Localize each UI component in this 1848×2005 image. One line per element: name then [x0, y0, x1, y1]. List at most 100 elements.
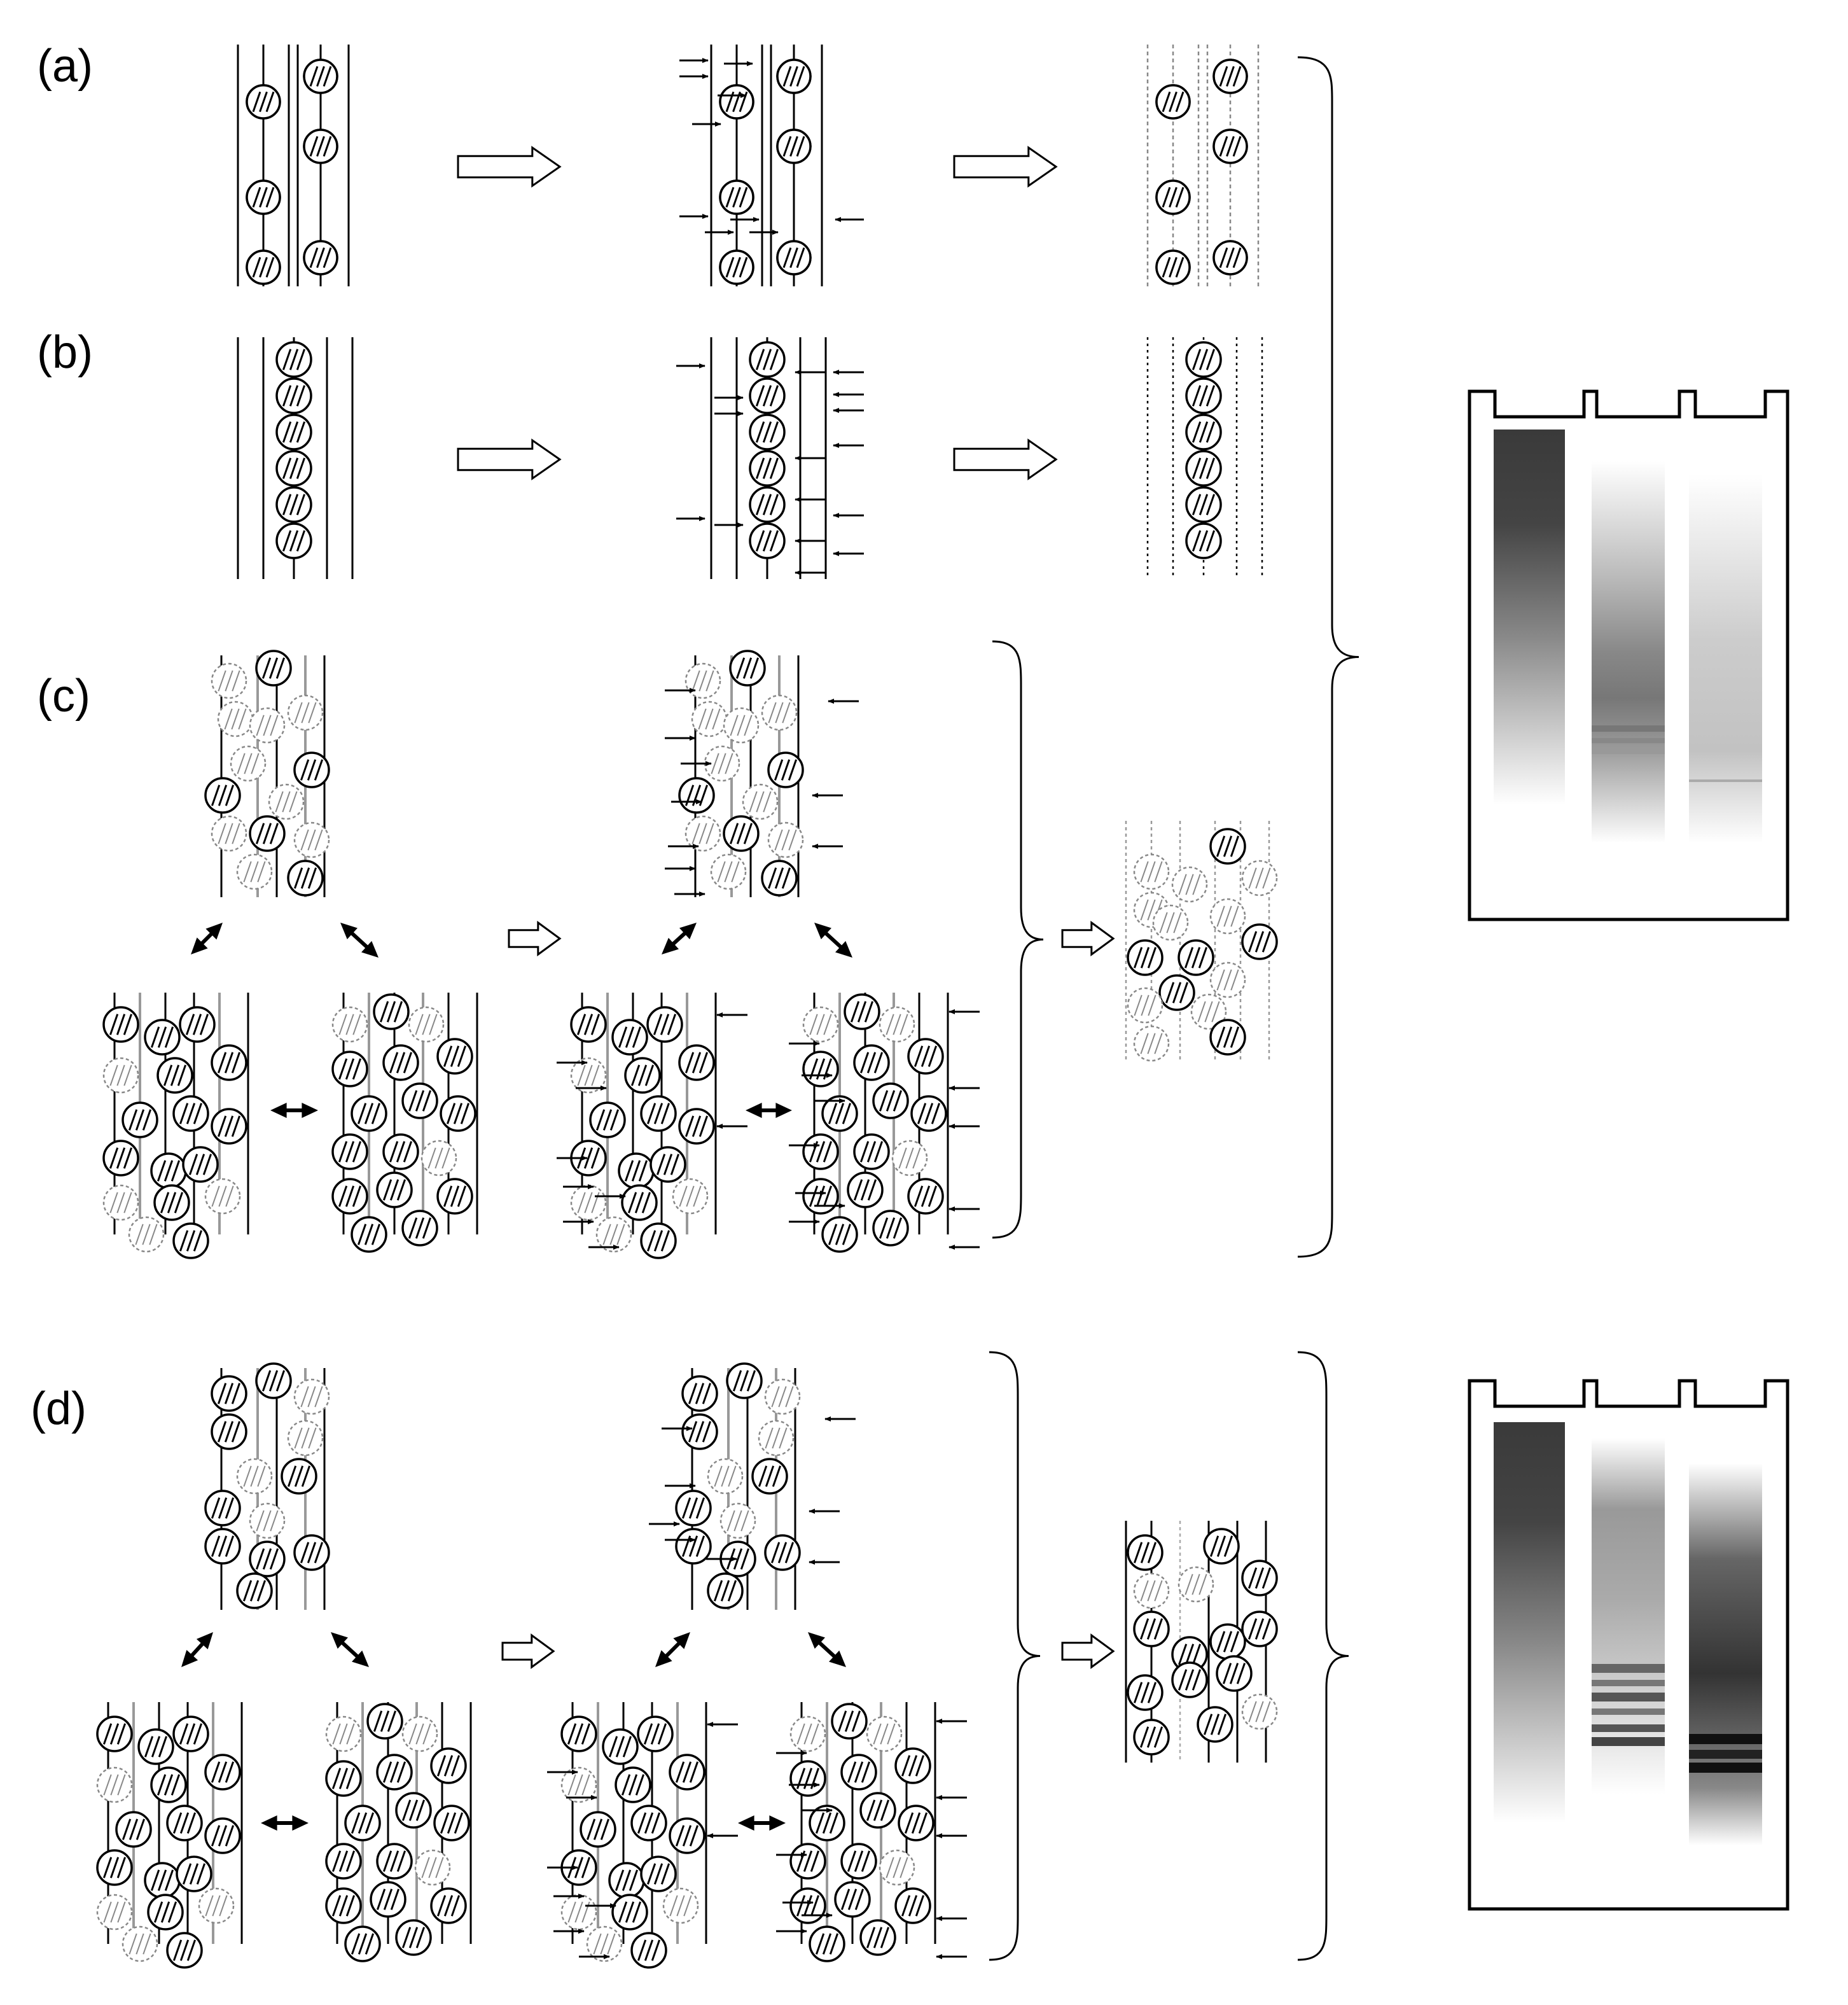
nucleosome-hatch — [331, 1768, 342, 1789]
nucleosome-hatch — [338, 1141, 348, 1163]
nucleosome-hatch — [316, 66, 325, 87]
nucleosome-hatch — [259, 91, 268, 113]
exchange-arrow-head — [196, 1632, 213, 1650]
nucleosome-hatch — [256, 715, 265, 736]
nucleosome — [907, 1038, 944, 1075]
nucleosome-hatch — [809, 1185, 819, 1207]
nucleosome-hatch — [681, 1497, 691, 1519]
nucleosome — [96, 1894, 133, 1931]
nucleosome-hatch — [1219, 136, 1228, 157]
nucleosome-hatch — [789, 66, 798, 87]
nucleosome-hatch — [345, 1014, 354, 1035]
nucleosome-hatch — [225, 1825, 235, 1847]
nucleosome — [802, 1051, 839, 1087]
nucleosome-hatch — [637, 1939, 647, 1961]
nucleosome-hatch — [695, 1535, 705, 1557]
nucleosome — [370, 1881, 406, 1918]
nucleosome-hatch — [653, 1014, 663, 1035]
nucleosome — [630, 1805, 667, 1841]
nucleosome-hatch — [781, 759, 791, 781]
gel-band — [1689, 1750, 1762, 1759]
nucleosome-hatch — [632, 1901, 642, 1923]
nucleosome-hatch — [758, 1465, 768, 1487]
nucleosome-hatch — [779, 1427, 788, 1449]
panel-label-b: (b) — [37, 327, 93, 378]
nucleosome-hatch — [1191, 1669, 1202, 1691]
nucleosome-hatch — [186, 1103, 196, 1124]
nucleosome-hatch — [854, 1761, 864, 1783]
nucleosome-hatch — [1191, 947, 1201, 968]
process-arrow-icon — [501, 1633, 555, 1669]
nucleosome-hatch — [725, 753, 733, 774]
nucleosome-hatch — [602, 1109, 613, 1131]
nucleosome — [1127, 1674, 1164, 1711]
nucleosome-hatch — [618, 1026, 628, 1048]
nucleosome — [376, 1171, 413, 1208]
nucleosome — [662, 1887, 699, 1924]
nucleosome-hatch — [1230, 1631, 1240, 1652]
nucleosome-hatch — [769, 530, 779, 552]
nucleosome-hatch — [644, 1065, 655, 1086]
nucleosome — [401, 1210, 438, 1247]
nucleosome-hatch — [635, 1774, 645, 1796]
nucleosome — [325, 1760, 362, 1797]
gel-band — [1689, 1763, 1762, 1773]
nucleosome-hatch — [1140, 1542, 1150, 1563]
nucleosome-hatch — [1210, 1714, 1220, 1735]
nucleosome-hatch — [625, 1026, 635, 1048]
nucleosome-hatch — [861, 1761, 871, 1783]
nucleosome-hatch — [323, 66, 332, 87]
nucleosome — [669, 1754, 705, 1791]
nucleosome-hatch — [379, 1001, 389, 1023]
nucleosome-hatch — [1230, 969, 1239, 991]
nucleosome-hatch — [676, 1895, 685, 1917]
nucleosome-hatch — [225, 785, 235, 806]
nucleosome — [1212, 129, 1248, 164]
nucleosome-hatch — [1147, 861, 1156, 883]
nucleosome-hatch — [584, 1192, 593, 1213]
exchange-arrow-head — [261, 1815, 277, 1831]
nucleosome-hatch — [893, 1857, 901, 1878]
nucleosome — [172, 1715, 209, 1752]
nucleosome-hatch — [1140, 1580, 1149, 1602]
nucleosome-hatch — [422, 1723, 431, 1745]
nucleosome-hatch — [593, 1933, 602, 1955]
nucleosome — [684, 662, 721, 699]
nucleosome-hatch — [574, 1723, 584, 1745]
nucleosome — [669, 1817, 705, 1854]
nucleosome-hatch — [109, 1723, 120, 1745]
nucleosome-hatch — [775, 702, 784, 723]
nucleosome — [821, 1095, 858, 1132]
nucleosome — [1185, 450, 1222, 487]
nucleosome-hatch — [1216, 1026, 1226, 1048]
nucleosome — [150, 1766, 187, 1803]
exchange-arrow-icon — [746, 1103, 792, 1118]
nucleosome-hatch — [886, 1090, 896, 1112]
nucleosome-hatch — [401, 1927, 412, 1948]
nucleosome — [331, 1133, 368, 1170]
nucleosome — [102, 1057, 139, 1094]
digested-fiber — [1125, 821, 1278, 1063]
nucleosome-hatch — [1175, 186, 1185, 208]
nucleosome-hatch — [859, 1141, 870, 1163]
nucleosome-hatch — [789, 136, 798, 157]
nucleosome — [834, 1881, 871, 1918]
nucleosome-hatch — [314, 1386, 323, 1408]
exchange-arrow-icon — [181, 1632, 213, 1667]
nucleosome-hatch — [816, 1014, 825, 1035]
nucleosome-hatch — [186, 1939, 197, 1961]
nucleosome-hatch — [663, 1154, 673, 1175]
nucleosome — [859, 1792, 896, 1829]
nucleosome — [580, 1811, 616, 1848]
gel-lane — [1689, 1464, 1762, 1845]
nucleosome-hatch — [202, 1154, 212, 1175]
nucleosome-hatch — [135, 1819, 146, 1840]
nucleosome-hatch — [774, 829, 783, 851]
nucleosome-hatch — [763, 791, 772, 813]
nucleosome-hatch — [323, 136, 332, 157]
nucleosome — [719, 179, 754, 215]
nucleosome-hatch — [1216, 1535, 1226, 1557]
nucleosome-hatch — [195, 1154, 205, 1175]
nucleosome — [872, 1082, 909, 1119]
nucleosome — [287, 1420, 324, 1457]
